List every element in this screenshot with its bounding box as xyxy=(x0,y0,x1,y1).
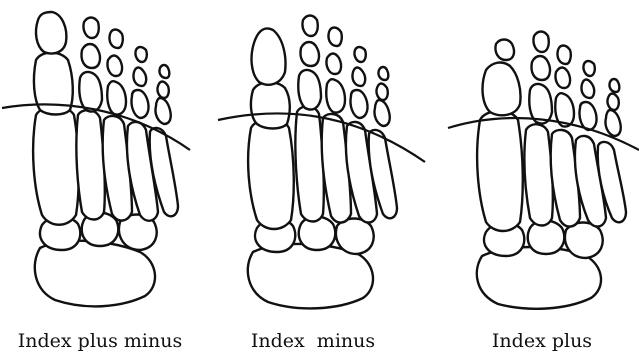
panel-index-plus xyxy=(446,0,639,320)
tarsal-bones xyxy=(35,213,157,307)
tarsal-bones xyxy=(477,221,603,309)
panel-index-minus xyxy=(213,0,428,320)
toe-phalanges xyxy=(34,12,171,124)
caption-index-minus: Index minus xyxy=(213,327,413,355)
caption-index-plus-minus: Index plus minus xyxy=(0,327,200,355)
caption-index-plus: Index plus xyxy=(445,327,639,355)
foot-skeleton-plus xyxy=(446,0,639,320)
metatarsal-bones xyxy=(33,107,178,225)
foot-skeleton-minus xyxy=(213,0,428,320)
metatarsal-bones xyxy=(477,111,626,231)
foot-skeleton-plus-minus xyxy=(0,0,210,320)
toe-phalanges xyxy=(251,16,390,129)
tarsal-bones xyxy=(248,217,374,309)
panel-index-plus-minus xyxy=(0,0,210,320)
